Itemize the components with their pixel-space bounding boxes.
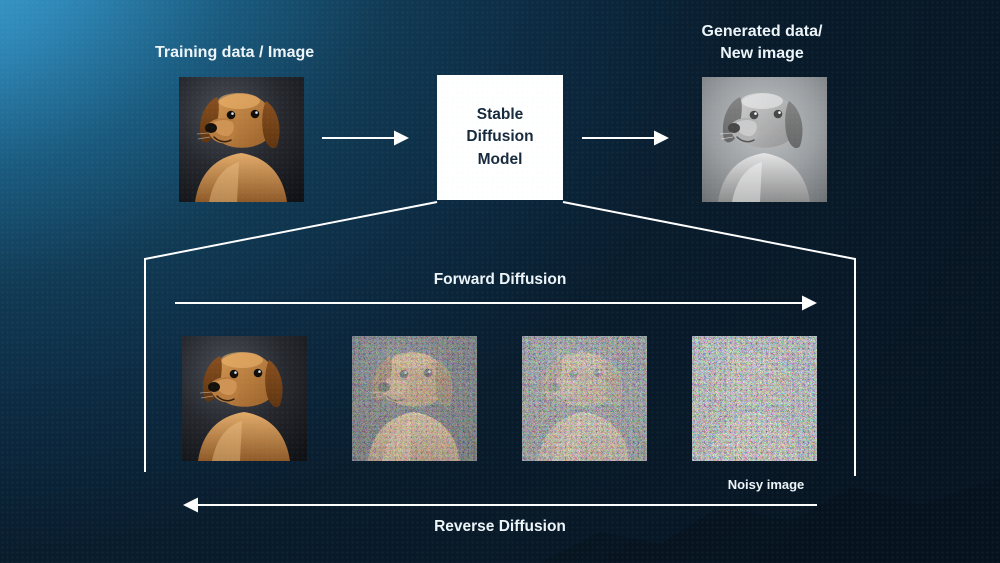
reverse-diffusion-label: Reverse Diffusion xyxy=(434,518,566,535)
expansion-line-left xyxy=(144,201,438,472)
training-data-label: Training data / Image xyxy=(155,44,315,61)
forward-diffusion-label: Forward Diffusion xyxy=(433,271,567,288)
noise-overlay xyxy=(692,336,817,461)
generated-dog-image xyxy=(702,77,827,202)
noise-overlay xyxy=(522,336,647,461)
diffusion-stage-2-image xyxy=(352,336,477,461)
noisy-image-label: Noisy image xyxy=(727,477,805,492)
stable-diffusion-model-box: Stable Diffusion Model xyxy=(437,75,563,200)
diffusion-stage-1-image xyxy=(182,336,307,461)
diffusion-stage-4-image xyxy=(692,336,817,461)
generated-label-line2: New image xyxy=(720,45,804,62)
model-box-label: Stable Diffusion Model xyxy=(466,105,534,168)
noise-overlay xyxy=(352,336,477,461)
diffusion-stage-3-image xyxy=(522,336,647,461)
generated-data-label: Generated data/New image xyxy=(662,21,862,65)
training-dog-image xyxy=(179,77,304,202)
background-mountain-silhouette xyxy=(540,478,1000,563)
generated-label-line1: Generated data/ xyxy=(701,23,823,40)
expansion-line-right xyxy=(562,201,856,476)
